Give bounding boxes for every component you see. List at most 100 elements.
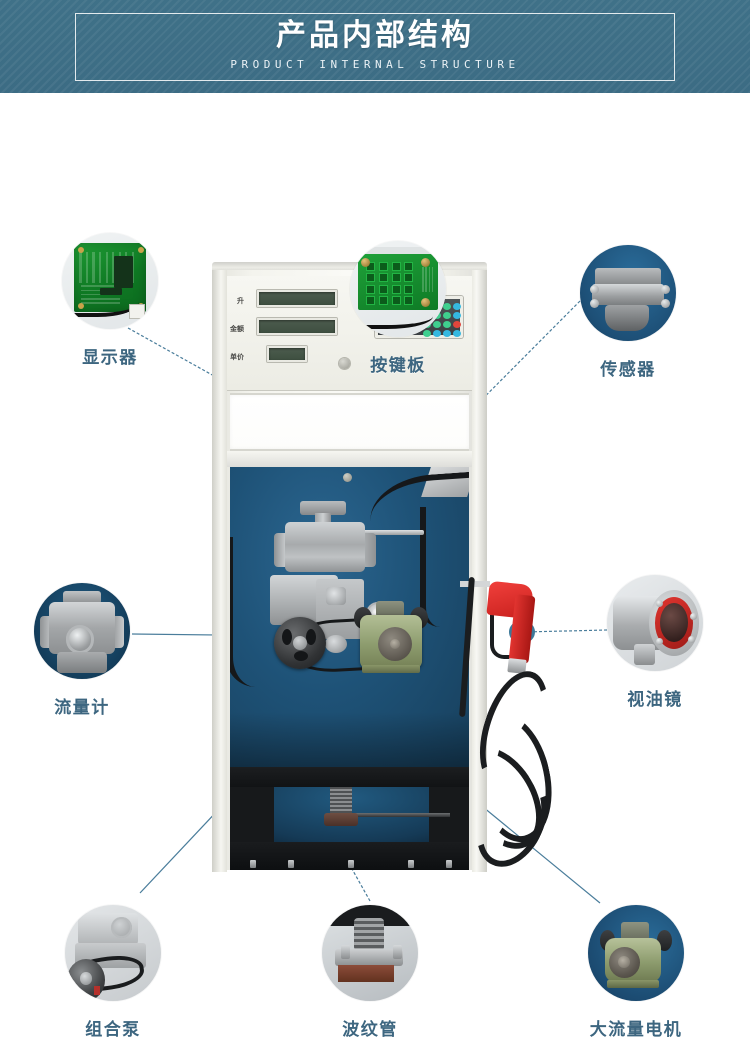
sensor-bolt [660, 285, 670, 295]
keypad-key-3 [442, 303, 452, 311]
keypad-switch-pad [365, 284, 375, 294]
pcb-mounting-pad [77, 246, 84, 253]
lcd-unit-price [267, 346, 307, 362]
motor-base-plate [362, 665, 420, 673]
keypad-switch-pad [404, 273, 414, 283]
pcb-ribbon-wire [69, 293, 139, 318]
sensor-bolt [660, 298, 670, 308]
connecting-rod [338, 530, 424, 535]
base-cavity [230, 787, 469, 842]
label-amount: 金额 [230, 326, 244, 333]
callout-sight-glass[interactable]: 视油镜 [607, 575, 703, 711]
internal-hose-left [230, 537, 260, 687]
pcb-mounting-pad [137, 246, 144, 253]
cabinet-foot [250, 860, 256, 868]
cabinet-foot [348, 860, 354, 868]
keypad-key-4 [452, 303, 461, 311]
keypad-key-7 [442, 311, 452, 320]
bellows-dark-top [322, 905, 418, 927]
callout-image-flow-meter [34, 583, 130, 679]
callout-high-flow-motor[interactable]: 大流量电机 [588, 905, 684, 1041]
callout-label-flow-meter: 流量计 [54, 698, 110, 717]
sensor-mount [604, 304, 650, 332]
panel-lock-knob [339, 358, 350, 369]
sight-glass-bolt [655, 599, 663, 607]
bellows-foot [324, 813, 358, 826]
callout-keypad-board[interactable]: 按键板 [350, 241, 446, 377]
keypad-switch-pad [391, 273, 401, 283]
mid-rail [227, 451, 472, 467]
keypad-key-8 [452, 311, 461, 320]
panel-stripe-top [350, 246, 446, 255]
flow-meter-cap [300, 501, 346, 515]
cabinet-left-post [212, 270, 227, 872]
callout-image-keypad-board [350, 241, 446, 337]
keypad-switch-pad [378, 284, 388, 294]
pump-inspection-port [111, 916, 133, 938]
keypad-switch-pad [404, 284, 414, 294]
pulley-hole-3 [294, 651, 308, 661]
base-plate [230, 767, 469, 787]
pcb-chip [114, 256, 134, 289]
callout-label-sensor: 传感器 [600, 360, 656, 379]
callout-label-display: 显示器 [82, 348, 138, 367]
bellows-corrugated-tube [353, 918, 385, 952]
keypad-key-12 [452, 320, 461, 329]
callout-combination-pump[interactable]: 组合泵 [65, 905, 161, 1041]
pump-port [326, 587, 346, 605]
callout-label-keypad-board: 按键板 [370, 356, 426, 375]
callout-bellows[interactable]: 波纹管 [322, 905, 418, 1041]
sensor-cover [595, 268, 661, 288]
sight-glass-bolt [689, 613, 697, 621]
callout-display[interactable]: 显示器 [62, 233, 158, 369]
fuel-nozzle-group [443, 573, 600, 883]
keypad-switch-pad [391, 284, 401, 294]
diagram-stage: 升 金额 单价 [0, 93, 750, 1039]
sensor-bolt [589, 285, 599, 295]
callout-sensor[interactable]: 传感器 [580, 245, 676, 381]
keypad-switch-pad [378, 273, 388, 283]
keypad-switch-pad [378, 295, 388, 305]
sensor-housing [591, 284, 665, 306]
bellows-bolt [393, 945, 403, 960]
fuel-dispenser-illustration: 升 金额 单价 [212, 262, 487, 882]
pcb-trace [105, 252, 108, 283]
callout-flow-meter[interactable]: 流量计 [34, 583, 130, 719]
pcb-trace [79, 252, 82, 283]
pcb-trace [92, 252, 95, 283]
keypad-switch-pad [365, 273, 375, 283]
cabinet-top-edge [212, 262, 487, 272]
bellows-bolt [341, 945, 351, 960]
motor-fan [378, 627, 412, 661]
keypad-screw [420, 297, 430, 307]
callout-image-sight-glass [607, 575, 703, 671]
lcd-amount [257, 318, 337, 335]
keypad-screw [360, 257, 370, 267]
flow-meter-body [285, 522, 390, 626]
pcb-trace [85, 252, 89, 283]
page-title: 产品内部结构 [276, 19, 474, 52]
keypad-wire [355, 308, 433, 330]
keypad-pcb-board [357, 254, 439, 311]
callout-label-high-flow-motor: 大流量电机 [589, 1020, 683, 1039]
pcb-trace [422, 266, 424, 293]
page-subtitle: PRODUCT INTERNAL STRUCTURE [230, 58, 520, 71]
sensor-bolt [589, 298, 599, 308]
nozzle-trigger-guard [490, 609, 520, 659]
drive-pulley [274, 617, 326, 669]
callout-label-sight-glass: 视油镜 [627, 690, 683, 709]
sight-glass-nut [633, 644, 655, 666]
keypad-key-16 [452, 329, 461, 337]
callout-image-sensor [580, 245, 676, 341]
flow-meter-base [57, 652, 107, 674]
pump-red-mark [93, 985, 100, 996]
motor-fan-hub [617, 955, 631, 969]
header-frame: 产品内部结构 PRODUCT INTERNAL STRUCTURE [75, 13, 675, 81]
pcb-trace [99, 252, 102, 283]
motor-terminal-box [620, 922, 650, 942]
keypad-switch-pad [378, 262, 388, 272]
keypad-key-15 [442, 329, 452, 337]
cabinet-foot [446, 860, 452, 868]
cabinet-foot [408, 860, 414, 868]
callout-image-combination-pump [65, 905, 161, 1001]
